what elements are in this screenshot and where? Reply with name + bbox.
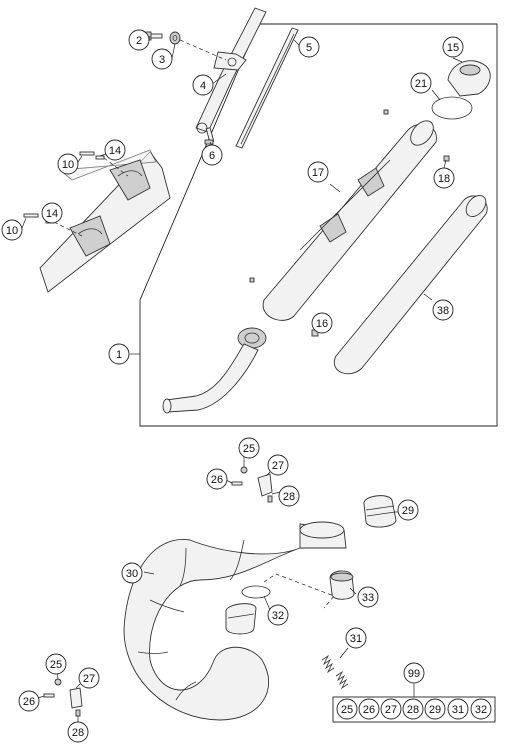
kit-item-27[interactable]: 27 [380,698,402,720]
svg-text:28: 28 [283,491,295,503]
callout-17[interactable]: 17 [307,161,329,183]
kit-item-25[interactable]: 25 [336,698,358,720]
bolt-6-graphic [204,127,215,145]
callout-27-lower[interactable]: 27 [78,667,100,689]
kit-item-26[interactable]: 26 [358,698,380,720]
svg-text:18: 18 [438,173,450,185]
callout-3[interactable]: 3 [151,48,173,70]
manifold-graphic [225,603,257,635]
svg-text:28: 28 [72,727,84,739]
kit-item-31[interactable]: 31 [447,698,469,720]
dashed-guide-32 [263,573,335,609]
springs-31-graphic [321,654,349,690]
mount-hardware-lower [43,678,83,717]
callout-21[interactable]: 21 [410,72,432,94]
frame-section-graphic [39,149,171,293]
svg-text:2: 2 [136,35,142,47]
svg-text:29: 29 [429,704,441,716]
kit-item-32[interactable]: 32 [470,698,492,720]
expansion-chamber-30-graphic [123,521,347,721]
svg-text:3: 3 [159,54,165,66]
callout-28-upper[interactable]: 28 [278,485,300,507]
callout-31[interactable]: 31 [345,627,367,649]
svg-text:10: 10 [6,225,18,237]
o-ring-32-graphic [241,585,271,599]
svg-text:25: 25 [243,443,255,455]
callout-2[interactable]: 2 [128,29,150,51]
silencer-bracket [195,7,267,134]
svg-text:32: 32 [475,704,487,716]
svg-text:14: 14 [46,208,58,220]
svg-text:15: 15 [447,42,459,54]
callout-14-lower[interactable]: 14 [41,202,63,224]
callout-29[interactable]: 29 [397,499,419,521]
svg-text:6: 6 [209,150,215,162]
svg-text:21: 21 [415,78,427,90]
callout-30[interactable]: 30 [121,562,143,584]
assembly-1-boundary [139,23,498,427]
screw-18-graphic [443,155,450,162]
screw-small-left-graphic [249,277,255,283]
callout-38[interactable]: 38 [432,299,454,321]
rubber-sleeve-29-graphic [363,495,397,528]
svg-text:16: 16 [316,318,328,330]
svg-text:25: 25 [50,659,62,671]
svg-text:1: 1 [116,349,122,361]
kit-item-28[interactable]: 28 [402,698,424,720]
callout-16[interactable]: 16 [311,312,333,334]
svg-text:99: 99 [408,668,420,680]
svg-text:31: 31 [452,704,464,716]
o-ring-21-graphic [431,96,473,120]
kit-item-29[interactable]: 29 [424,698,446,720]
callout-27-upper[interactable]: 27 [267,454,289,476]
callout-1[interactable]: 1 [108,343,130,365]
callout-25-lower[interactable]: 25 [45,653,67,675]
callout-10-upper[interactable]: 10 [57,153,79,175]
callout-99[interactable]: 99 [403,662,425,684]
svg-text:26: 26 [363,704,375,716]
callout-18[interactable]: 18 [433,167,455,189]
svg-text:17: 17 [312,167,324,179]
svg-text:38: 38 [437,305,449,317]
mount-hardware-upper [231,466,273,503]
svg-text:29: 29 [402,505,414,517]
silencer-body-graphic [262,120,437,321]
svg-text:27: 27 [272,460,284,472]
washer-3-graphic [169,31,181,45]
callout-10-lower[interactable]: 10 [1,219,23,241]
svg-text:14: 14 [109,145,121,157]
callout-4[interactable]: 4 [192,74,214,96]
svg-text:26: 26 [23,696,35,708]
callout-26-lower[interactable]: 26 [18,690,40,712]
svg-text:25: 25 [341,704,353,716]
svg-text:30: 30 [126,568,138,580]
callout-5[interactable]: 5 [298,36,320,58]
seal-33-graphic [329,570,355,600]
callout-15[interactable]: 15 [442,36,464,58]
svg-text:27: 27 [83,673,95,685]
leader-lines [21,35,463,722]
callout-14-upper[interactable]: 14 [104,139,126,161]
svg-text:28: 28 [407,704,419,716]
svg-text:26: 26 [211,474,223,486]
strap-5-graphic [235,27,299,149]
svg-text:27: 27 [385,704,397,716]
callout-28-lower[interactable]: 28 [67,721,89,743]
callout-26-upper[interactable]: 26 [206,468,228,490]
silencer-packing-38-graphic [333,195,488,375]
header-pipe-graphic [162,327,267,414]
svg-text:33: 33 [362,592,374,604]
screw-small-graphic [383,109,389,115]
svg-text:10: 10 [62,159,74,171]
svg-text:4: 4 [200,80,206,92]
end-cap-15-graphic [447,60,491,97]
callout-25-upper[interactable]: 25 [238,437,260,459]
callout-32[interactable]: 32 [267,604,289,626]
svg-text:31: 31 [350,633,362,645]
svg-text:5: 5 [306,42,312,54]
callout-33[interactable]: 33 [357,586,379,608]
svg-text:32: 32 [272,610,284,622]
callout-6[interactable]: 6 [201,144,223,166]
